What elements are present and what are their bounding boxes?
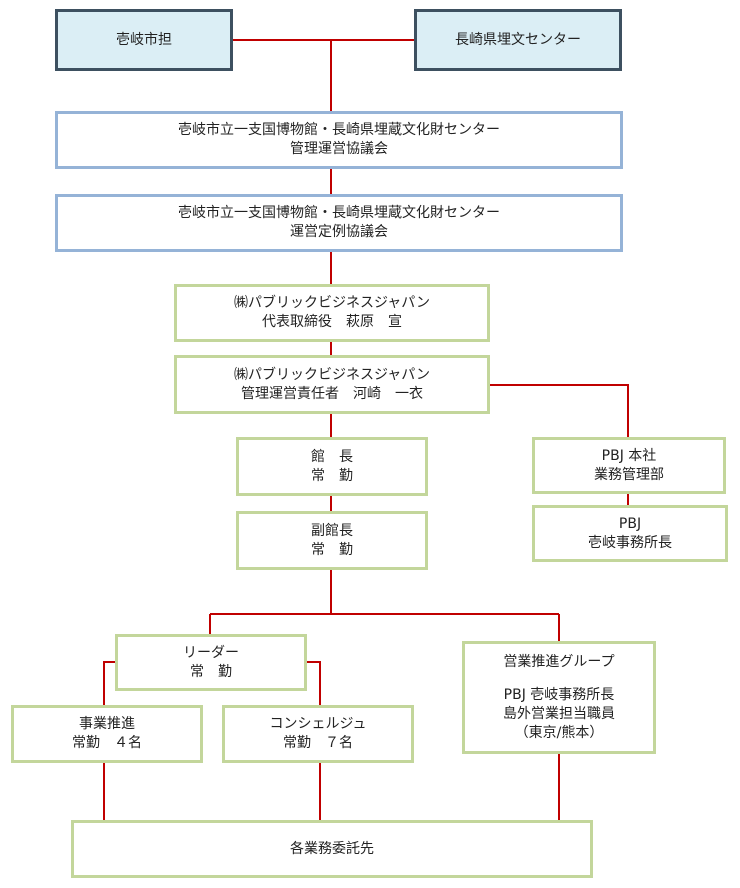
node-pbj-ceo-line-1: ㈱パブリックビジネスジャパン <box>234 295 430 311</box>
node-council-management-line-2: 管理運営協議会 <box>290 141 388 157</box>
node-council-regular: 壱岐市立一支国博物館・長崎県埋蔵文化財センター 運営定例協議会 <box>55 194 623 252</box>
node-vice-director-line-2: 常 勤 <box>311 541 353 558</box>
node-pbj-manager-line-1: ㈱パブリックビジネスジャパン <box>234 366 430 383</box>
node-business-promotion-line-2: 常勤 ４名 <box>72 735 142 751</box>
node-concierge: コンシェルジュ 常勤 ７名 <box>222 705 414 763</box>
node-business-promotion: 事業推進 常勤 ４名 <box>11 705 203 763</box>
connector-manager-to-pbj-hq <box>489 384 629 438</box>
node-director-line-1: 館 長 <box>311 448 353 465</box>
node-nagasaki-center-line-1: 長崎県埋文センター <box>455 31 581 48</box>
connector-leader-to-business <box>103 661 116 706</box>
node-council-management: 壱岐市立一支国博物館・長崎県埋蔵文化財センター 管理運営協議会 <box>55 111 623 169</box>
node-pbj-iki-office-line-1: PBJ <box>618 515 642 532</box>
node-pbj-iki-office-line-2: 壱岐事務所長 <box>588 534 672 551</box>
node-pbj-hq: PBJ 本社 業務管理部 <box>532 437 726 494</box>
node-leader-line-1: リーダー <box>183 644 239 661</box>
node-vice-director-line-1: 副館長 <box>311 522 353 539</box>
node-pbj-iki-office: PBJ 壱岐事務所長 <box>532 505 728 562</box>
node-pbj-manager-line-2: 管理運営責任者 河崎 一衣 <box>241 385 423 402</box>
node-sales-group-line-3: （東京/熊本） <box>514 724 604 741</box>
node-vice-director: 副館長 常 勤 <box>236 511 428 570</box>
connector-leader-to-concierge <box>306 661 321 706</box>
node-iki-city: 壱岐市担 <box>55 9 233 71</box>
node-pbj-manager: ㈱パブリックビジネスジャパン 管理運営責任者 河崎 一衣 <box>174 355 490 414</box>
node-pbj-hq-line-1: PBJ 本社 <box>601 447 657 464</box>
node-pbj-ceo: ㈱パブリックビジネスジャパン 代表取締役 萩原 宣 <box>174 284 490 342</box>
node-nagasaki-center: 長崎県埋文センター <box>414 9 622 71</box>
node-leader: リーダー 常 勤 <box>115 634 307 691</box>
node-council-regular-line-1: 壱岐市立一支国博物館・長崎県埋蔵文化財センター <box>178 205 500 221</box>
node-leader-line-2: 常 勤 <box>190 663 232 680</box>
node-council-management-line-1: 壱岐市立一支国博物館・長崎県埋蔵文化財センター <box>178 122 500 138</box>
node-sales-group: 営業推進グループ PBJ 壱岐事務所長 島外営業担当職員 （東京/熊本） <box>462 641 656 754</box>
node-contractors: 各業務委託先 <box>71 820 593 878</box>
node-pbj-ceo-line-2: 代表取締役 萩原 宣 <box>262 314 402 330</box>
node-director: 館 長 常 勤 <box>236 437 428 496</box>
node-sales-group-line-1: PBJ 壱岐事務所長 <box>503 686 615 703</box>
node-concierge-line-2: 常勤 ７名 <box>283 735 353 751</box>
node-sales-group-title: 営業推進グループ <box>503 653 615 670</box>
node-director-line-2: 常 勤 <box>311 467 353 484</box>
node-pbj-hq-line-2: 業務管理部 <box>594 466 664 483</box>
node-business-promotion-line-1: 事業推進 <box>79 716 135 732</box>
node-contractors-line-1: 各業務委託先 <box>290 840 374 857</box>
node-concierge-line-1: コンシェルジュ <box>269 716 367 732</box>
node-iki-city-line-1: 壱岐市担 <box>116 31 172 48</box>
node-council-regular-line-2: 運営定例協議会 <box>290 224 388 240</box>
node-sales-group-line-2: 島外営業担当職員 <box>503 705 615 722</box>
